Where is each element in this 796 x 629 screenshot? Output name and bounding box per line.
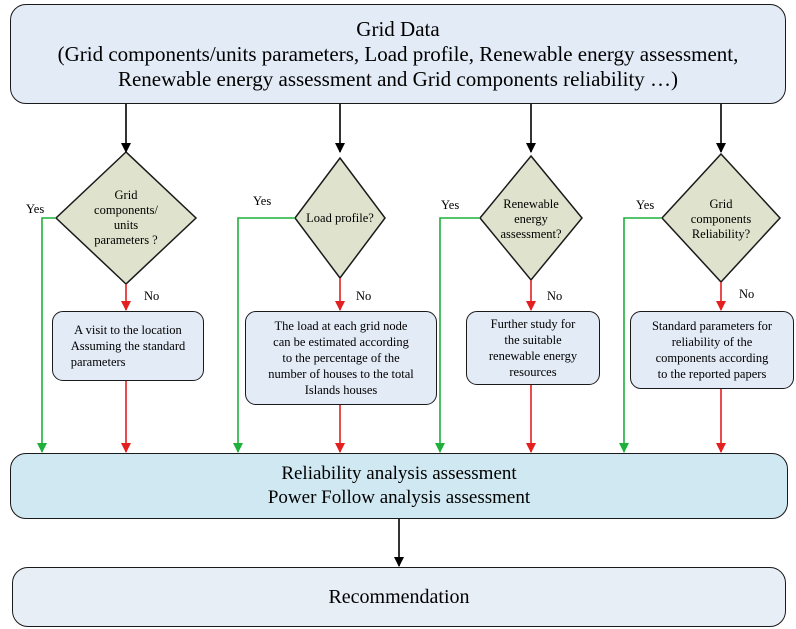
yes-arrow-4 [619, 217, 662, 453]
yes-arrow-2 [233, 217, 295, 453]
no-label-1: No [144, 289, 160, 303]
grid-data-box: Grid Data (Grid components/units paramet… [10, 4, 786, 104]
no-label-3: No [547, 289, 563, 303]
decision-label-2: Load profile? [306, 210, 374, 225]
action-box-3: Further study for the suitable renewable… [466, 311, 600, 385]
grid-data-line-2: (Grid components/units parameters, Load … [57, 41, 739, 66]
decision-label-1: Grid components/ units parameters ? [94, 188, 158, 247]
yes-arrow-3 [435, 217, 480, 453]
action-box-2: The load at each grid node can be estima… [245, 311, 437, 405]
yes-label-4: Yes [636, 198, 655, 212]
analysis-line-1: Reliability analysis assessment [281, 463, 517, 484]
yes-label-1: Yes [26, 202, 45, 216]
no-label-4: No [739, 287, 755, 301]
action-box-4: Standard parameters for reliability of t… [630, 311, 794, 389]
analysis-box: Reliability analysis assessment Power Fo… [10, 453, 788, 519]
recommendation-label: Recommendation [328, 585, 470, 608]
decision-label-4: Grid components Reliability? [690, 196, 752, 241]
recommendation-box: Recommendation [12, 567, 786, 627]
yes-label-3: Yes [441, 198, 460, 212]
yes-arrow-1 [37, 217, 56, 453]
yes-label-2: Yes [253, 194, 272, 208]
no-label-2: No [356, 289, 372, 303]
analysis-line-2: Power Follow analysis assessment [267, 487, 531, 508]
action-box-1: A visit to the location Assuming the sta… [52, 311, 204, 381]
grid-data-title: Grid Data [356, 16, 440, 41]
decision-label-3: Renewable energy assessment? [500, 196, 562, 241]
grid-data-line-3: Renewable energy assessment and Grid com… [117, 66, 679, 91]
